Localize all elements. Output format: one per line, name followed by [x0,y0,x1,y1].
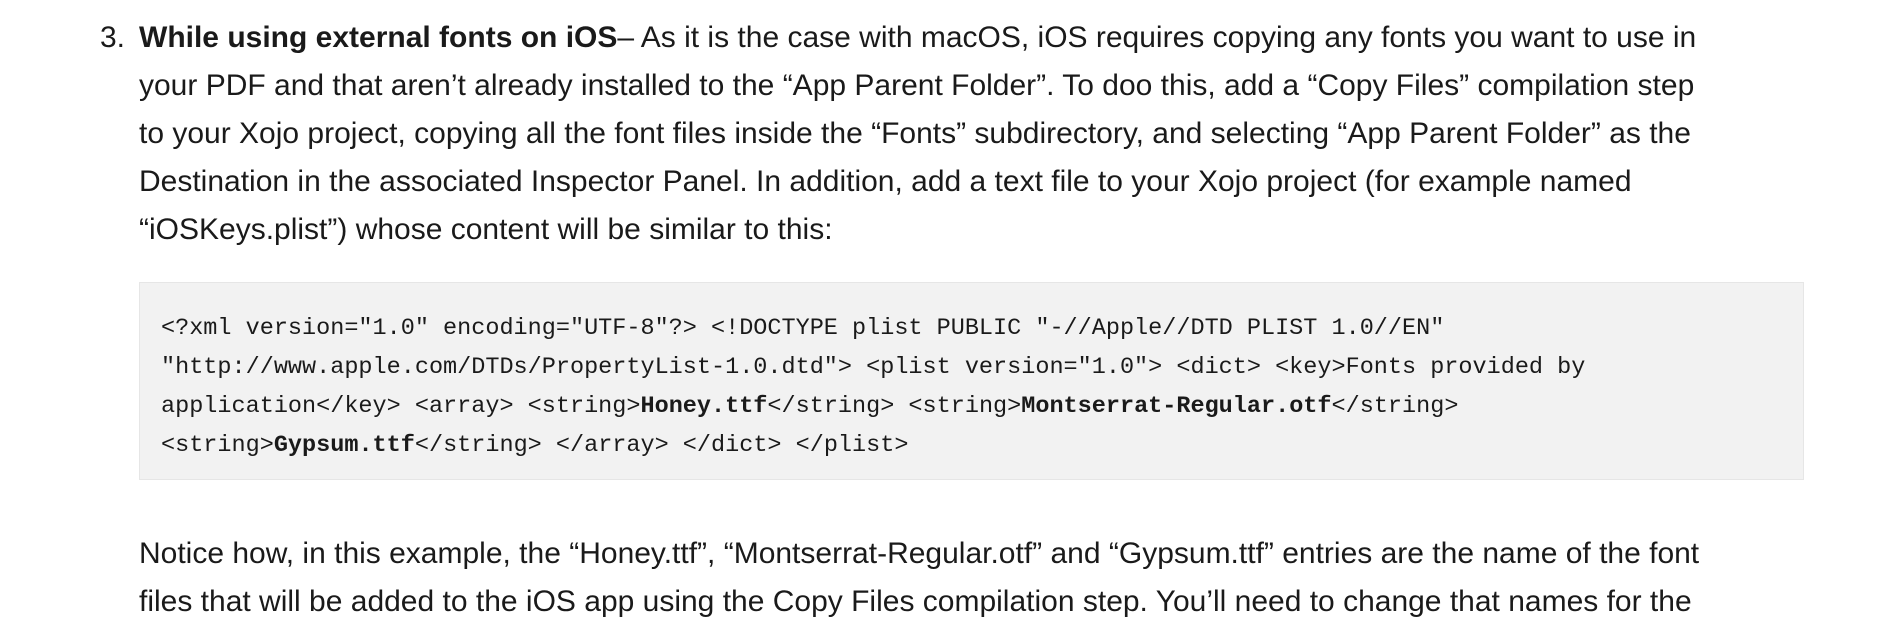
list-item-number: 3. [100,21,126,54]
code-line-1: <?xml version="1.0" encoding="UTF-8"?> <… [161,315,1445,342]
code-text: </string> <string> [767,393,1022,420]
code-text: </string> </array> </dict> </plist> [414,432,909,459]
code-text: </string> [1331,393,1459,420]
list-item-body: While using external fonts on iOS– As it… [139,14,1819,254]
paragraph-line-1-text: – As it is the case with macOS, iOS requ… [617,21,1697,54]
code-line-4: <string>Gypsum.ttf</string> </array> </d… [161,426,1782,465]
code-highlight-font-name: Honey.ttf [640,393,768,420]
list-item-heading: While using external fonts on iOS [139,21,618,54]
paragraph-line-3: to your Xojo project, copying all the fo… [139,117,1691,150]
code-line-2: "http://www.apple.com/DTDs/PropertyList-… [161,354,1586,381]
code-block: <?xml version="1.0" encoding="UTF-8"?> <… [139,282,1804,480]
code-text: <string> [161,432,274,459]
paragraph-line-4: Destination in the associated Inspector … [139,165,1632,198]
paragraph-line-5: “iOSKeys.plist”) whose content will be s… [139,213,833,246]
paragraph-line-1: While using external fonts on iOS– As it… [139,14,1819,62]
notice-line-1: Notice how, in this example, the “Honey.… [139,537,1700,570]
code-highlight-font-name: Gypsum.ttf [273,432,415,459]
code-line-3: application</key> <array> <string>Honey.… [161,387,1782,426]
code-highlight-font-name: Montserrat-Regular.otf [1021,393,1332,420]
paragraph-line-2: your PDF and that aren’t already install… [139,69,1695,102]
code-text: application</key> <array> <string> [161,393,641,420]
notice-paragraph: Notice how, in this example, the “Honey.… [139,530,1839,626]
notice-line-2: files that will be added to the iOS app … [139,585,1692,618]
